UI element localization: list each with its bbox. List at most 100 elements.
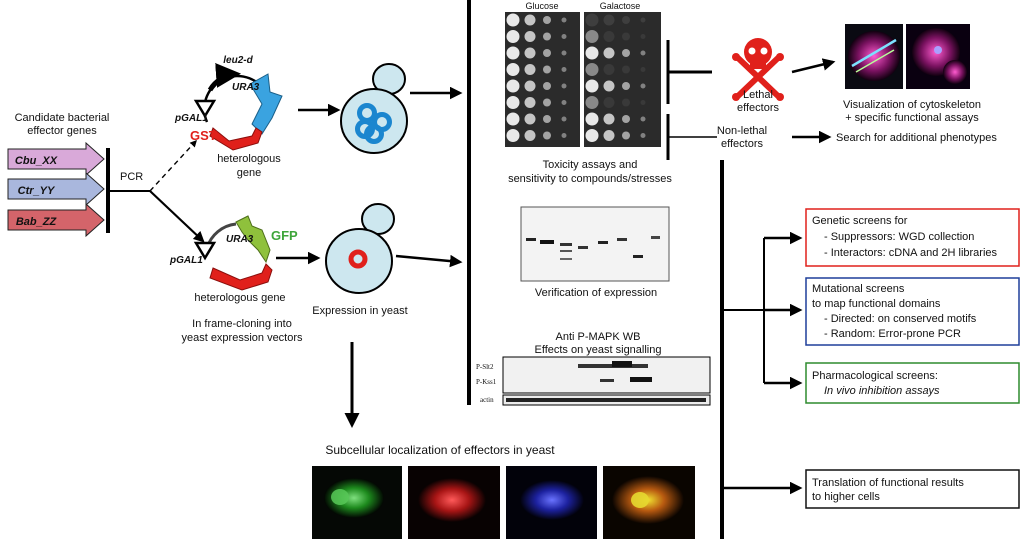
genetic-line3: - Interactors: cDNA and 2H libraries [824,247,998,259]
yeast-spot [524,97,536,108]
yeast-spot [561,17,567,23]
gst-segment [209,127,263,151]
subcellular-title: Subcellular localization of effectors in… [325,443,555,457]
cloning-line1: In frame-cloning into [192,318,292,330]
nonlethal-line2: effectors [721,138,763,150]
yeast-spot [524,80,536,92]
heterologous-gene-segment-bottom [209,263,273,291]
yeast-spot [603,31,615,42]
yeast-spot [506,30,520,43]
het-gene-top-line1: heterologous [217,153,281,165]
galactose-label: Galactose [600,1,641,11]
gene-arrow-bab: Bab_ZZ [7,202,105,238]
yeast-spot [622,131,630,140]
yeast-cell-top [340,63,408,154]
toxicity-caption-line2: sensitivity to compounds/stresses [508,173,672,185]
yeast-spot [524,14,536,26]
pharmacological-line1: Pharmacological screens: [812,370,938,382]
yeast-spot [543,115,551,123]
leu2-arrow [207,62,241,92]
yeast-spot [640,100,646,105]
mutational-line3: - Directed: on conserved motifs [824,313,977,325]
mapk-row-label-actin: actin [480,396,494,404]
yeast-spot [506,112,520,126]
red-spot [348,249,368,269]
candidate-title-line2: effector genes [27,125,97,137]
pharmacological-screens-box: Pharmacological screens: In vivo inhibit… [805,362,1020,404]
subcellular-section: Subcellular localization of effectors in… [312,443,695,539]
yeast-spot [506,129,520,142]
yeast-spot [603,80,615,92]
arrow-to-gst-vector [149,139,197,192]
yeast-spot [585,30,599,43]
expression-blot-caption: Verification of expression [535,287,657,299]
translation-box: Translation of functional results to hig… [805,469,1020,509]
yeast-spot [561,116,567,122]
vesicle [364,124,384,144]
mapk-row-label-slt2: P-Slt2 [476,363,494,371]
leu2-label: leu2-d [223,55,253,66]
genetic-line1: Genetic screens for [812,215,908,227]
yeast-spot [561,50,567,56]
yeast-spot [524,64,536,75]
mapk-title: Anti P-MAPK WB [556,331,641,343]
yeast-spot [524,31,536,42]
yeast-spot [506,63,520,76]
gfp-label: GFP [271,228,298,243]
het-gene-bottom: heterologous gene [194,292,285,304]
translation-line1: Translation of functional results [812,477,964,489]
heterologous-gene-segment [249,73,283,135]
yeast-spot [585,129,599,142]
arrow-yeast-bottom-to-main [395,254,463,268]
gene-label-cbu: Cbu_XX [15,155,58,167]
lethal-line2: effectors [737,102,779,114]
yeast-spot [640,67,646,72]
yeast-spot [543,98,551,107]
mutational-line4: - Random: Error-prone PCR [824,328,961,340]
cytoskeleton-image [845,24,970,89]
arrow-to-visualization [791,58,836,74]
gst-plasmid: leu2-d URA3 pGAL1 GST heterologous gene [174,55,283,179]
ura3-label-bottom: URA3 [226,234,254,245]
candidate-genes-section: Candidate bacterial effector genes Cbu_X… [7,112,205,243]
yeast-spot [561,100,567,105]
yeast-spot [543,65,551,74]
yeast-spot [622,49,630,57]
genetic-line2: - Suppressors: WGD collection [824,231,974,243]
yeast-spot [622,98,630,107]
gene-label-bab: Bab_ZZ [16,216,58,228]
yeast-spot [603,14,615,26]
skull-crossbones-icon [732,38,784,101]
search-phenotypes-label: Search for additional phenotypes [836,132,997,144]
yeast-spot [585,63,599,76]
gfp-plasmid: URA3 GFP pGAL1 heterologous gene In fram… [169,215,303,344]
yeast-spot [585,112,599,126]
spot-grid [506,13,646,142]
translation-line2: to higher cells [812,491,880,503]
yeast-spot [640,17,646,23]
mapk-row-label-kss1: P-Kss1 [476,378,497,386]
candidate-title-line1: Candidate bacterial [15,112,110,124]
ura3-label-top: URA3 [232,82,260,93]
pharmacological-line2: In vivo inhibition assays [824,385,940,397]
yeast-spot [561,83,567,89]
expression-in-yeast-label: Expression in yeast [312,305,407,317]
yeast-spot [603,47,615,59]
gene-label-ctr: Ctr_YY [18,185,56,197]
yeast-spot [585,79,599,93]
gene-arrow-ctr: Ctr_YY [7,171,105,207]
yeast-cell-bottom [325,203,395,294]
yeast-spot [622,82,630,90]
genetic-screens-box: Genetic screens for - Suppressors: WGD c… [805,208,1020,267]
yeast-spot [543,82,551,90]
yeast-spot [585,13,599,27]
gene-arrow-cbu: Cbu_XX [7,141,105,177]
promoter-triangle [193,99,217,119]
mapk-blot: Anti P-MAPK WB Effects on yeast signalli… [476,331,711,406]
yeast-spot [506,79,520,93]
yeast-spot [585,46,599,60]
yeast-spot [640,50,646,56]
yeast-spot [603,97,615,108]
yeast-spot [640,83,646,89]
yeast-spot [561,67,567,72]
